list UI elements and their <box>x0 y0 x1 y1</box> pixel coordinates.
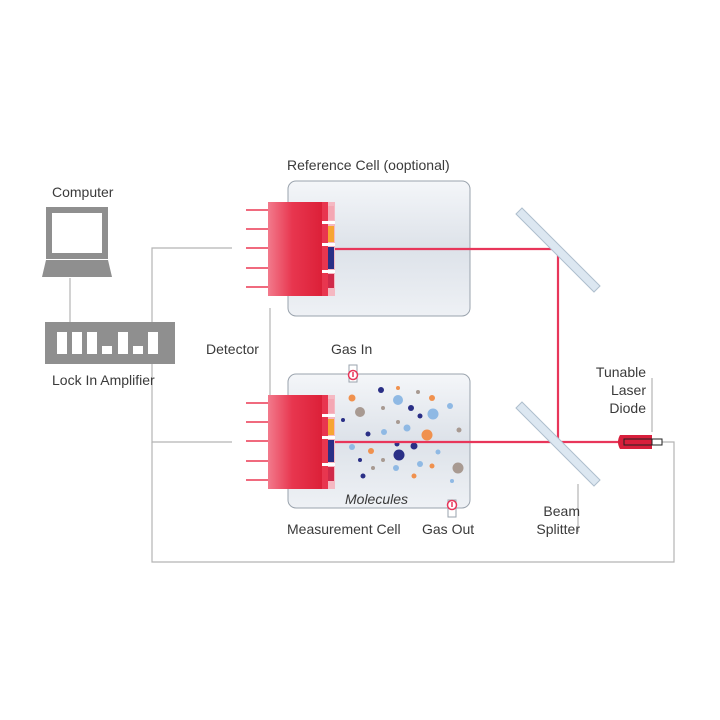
reference-beam <box>335 247 622 444</box>
lock-in-amplifier-label: Lock In Amplifier <box>52 372 155 388</box>
lock-in-amplifier-icon <box>45 322 175 364</box>
detector-label: Detector <box>206 341 259 357</box>
laser-label-line-1: Tunable <box>595 364 646 380</box>
laser-beam <box>335 247 622 444</box>
beam-splitter-label-line-2: Splitter <box>536 521 580 537</box>
laser-label-line-2: Laser <box>610 382 646 398</box>
laser-label-line-3: Diode <box>609 400 646 416</box>
gas-out-label: Gas Out <box>422 521 475 537</box>
measurement-cell-label: Measurement Cell <box>287 521 401 537</box>
upper-mirror <box>515 207 601 293</box>
computer-label: Computer <box>52 184 114 200</box>
computer-icon <box>42 207 112 277</box>
molecules <box>341 386 464 483</box>
amplifier-to-reference-detector-wire <box>151 247 232 325</box>
measurement-detector <box>246 395 335 489</box>
laser-diode-icon <box>618 435 663 449</box>
gas-in-label: Gas In <box>331 341 373 357</box>
wiring <box>69 247 675 563</box>
gas-out-port <box>446 499 458 518</box>
molecules-label: Molecules <box>345 491 409 507</box>
beam-splitter-mirror <box>515 401 601 487</box>
amplifier-to-measurement-detector-wire <box>151 362 232 443</box>
beam-splitter-label-line-1: Beam <box>543 503 580 519</box>
gas-in-port <box>347 364 359 383</box>
amplifier-to-laser-wire <box>151 441 675 563</box>
reference-detector <box>246 202 335 296</box>
reference-cell-label: Reference Cell (ooptional) <box>287 157 450 173</box>
